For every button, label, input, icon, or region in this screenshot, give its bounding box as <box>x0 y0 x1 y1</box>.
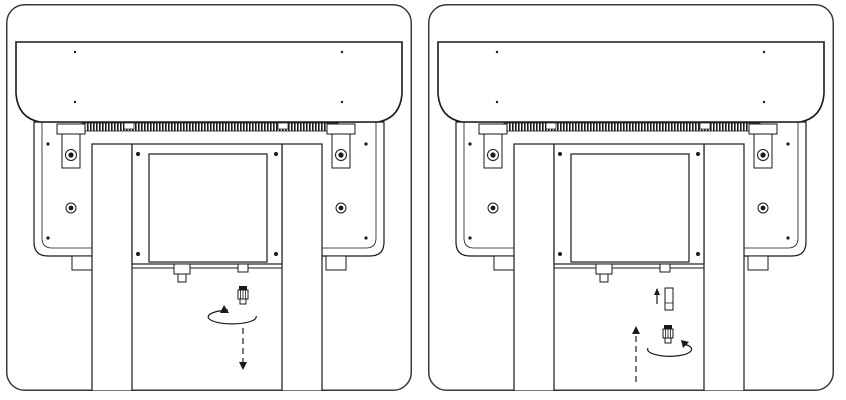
step-panel-remove <box>6 4 412 391</box>
screw-connector-icon <box>662 324 674 344</box>
arrow-up-icon <box>632 326 640 382</box>
pin-connector-icon <box>664 287 674 311</box>
step-panel-install <box>428 4 834 391</box>
arrow-down-icon <box>239 328 247 370</box>
arrow-up-icon <box>654 288 660 304</box>
rotate-arrow-icon <box>207 305 257 325</box>
screw-connector-icon <box>237 285 249 305</box>
rotate-arrow-icon <box>647 340 693 357</box>
